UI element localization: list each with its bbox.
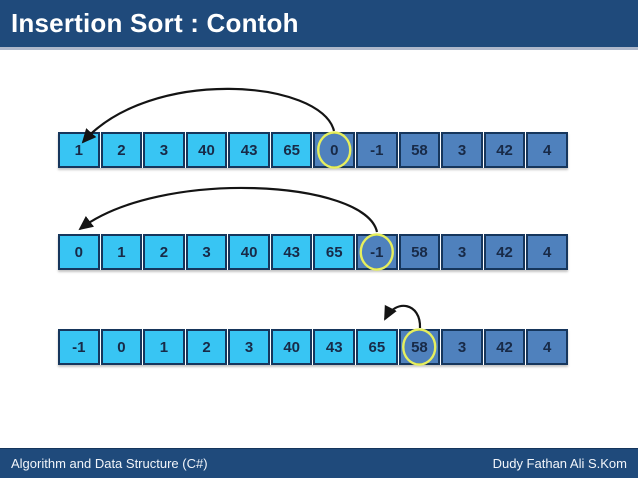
array-cell: 2 — [143, 234, 185, 270]
array-cell: -1 — [356, 132, 398, 168]
array-cell: 43 — [270, 234, 313, 270]
array-cell: 42 — [483, 234, 526, 270]
array-cell: 65 — [313, 234, 356, 270]
array-cell: 2 — [100, 132, 143, 168]
array-cell: 42 — [483, 329, 526, 365]
array-cell: 40 — [185, 132, 228, 168]
array-cell: 43 — [313, 329, 356, 365]
array-cell: 2 — [185, 329, 228, 365]
array-cell: 43 — [228, 132, 270, 168]
array-cell: 0 — [100, 329, 143, 365]
title-bar: Insertion Sort : Contoh — [0, 0, 638, 50]
array-cell: 3 — [441, 132, 483, 168]
array-cell: 58 — [398, 234, 441, 270]
array-cell: 40 — [270, 329, 313, 365]
move-arrow-step3 — [384, 304, 422, 329]
array-cell: 65 — [270, 132, 313, 168]
array-cell: 3 — [228, 329, 270, 365]
footer-course-label: Algorithm and Data Structure (C#) — [11, 456, 208, 471]
array-cell: -1 — [58, 329, 100, 365]
footer-bar: Algorithm and Data Structure (C#) Dudy F… — [0, 448, 638, 478]
array-cell: 3 — [143, 132, 185, 168]
array-cell: 1 — [100, 234, 143, 270]
array-cell: 58 — [398, 132, 441, 168]
array-cell: 4 — [526, 234, 568, 270]
array-cell: -1 — [356, 234, 398, 270]
array-cell: 1 — [58, 132, 100, 168]
move-arrow-step2 — [78, 186, 379, 233]
array-cell: 42 — [483, 132, 526, 168]
array-cell: 3 — [441, 234, 483, 270]
array-cell: 65 — [356, 329, 398, 365]
array-cell: 58 — [398, 329, 441, 365]
array-cell: 3 — [185, 234, 228, 270]
array-cell: 0 — [58, 234, 100, 270]
footer-author-label: Dudy Fathan Ali S.Kom — [492, 456, 627, 471]
page-title: Insertion Sort : Contoh — [11, 8, 299, 38]
array-cell: 4 — [526, 132, 568, 168]
array-cell: 0 — [313, 132, 356, 168]
array-cell: 4 — [526, 329, 568, 365]
array-cell: 1 — [143, 329, 185, 365]
array-cell: 3 — [441, 329, 483, 365]
array-cell: 40 — [228, 234, 270, 270]
